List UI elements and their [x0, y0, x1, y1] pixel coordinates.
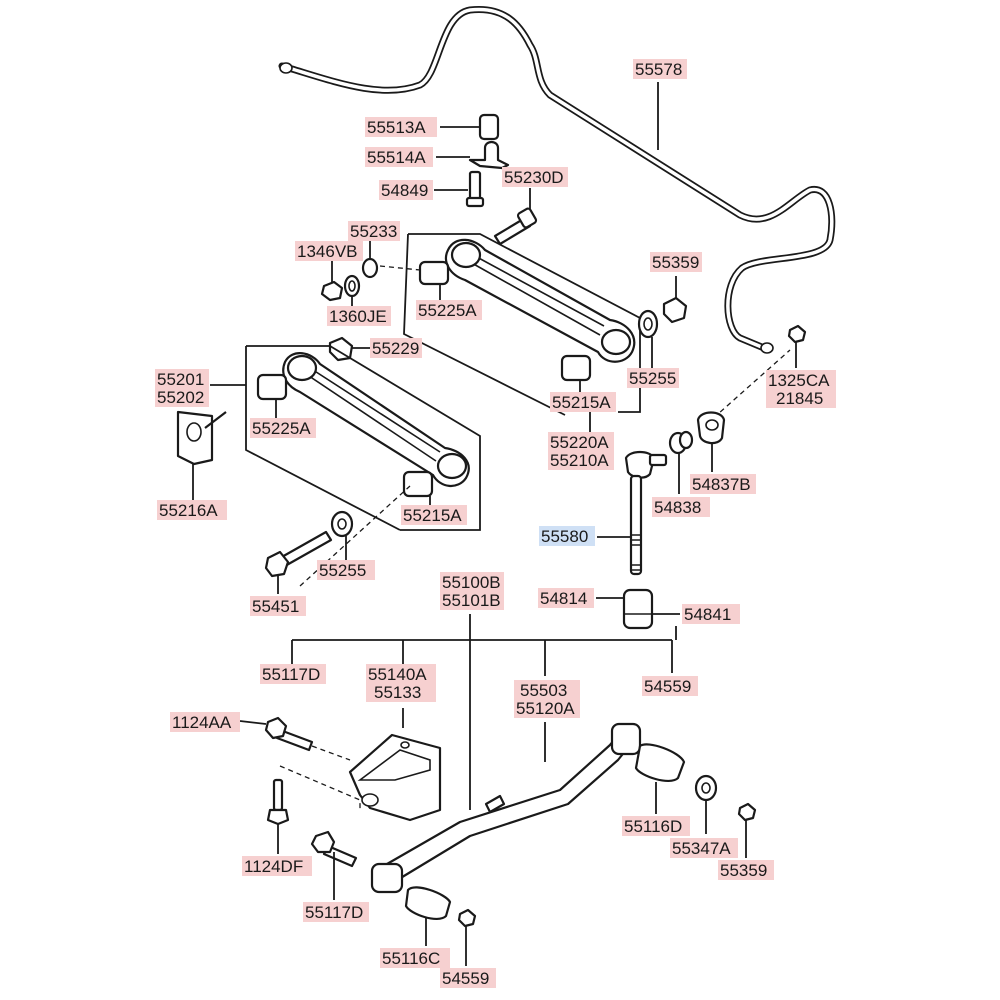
label-55101b: 55101B	[442, 591, 501, 610]
label-55359-lower: 55359	[720, 861, 767, 880]
label-55451: 55451	[252, 597, 299, 616]
label-55202: 55202	[157, 388, 204, 407]
label-55255-lower: 55255	[319, 561, 366, 580]
label-55210a: 55210A	[550, 451, 609, 470]
label-21845: 21845	[776, 389, 823, 408]
label-leaders	[657, 82, 677, 640]
label-55201: 55201	[157, 370, 204, 389]
assembly-tree	[291, 614, 673, 810]
label-55255-upper: 55255	[629, 369, 676, 388]
nut-1346vb	[320, 260, 344, 302]
label-1325ca: 1325CA	[768, 371, 830, 390]
label-55359-upper: 55359	[652, 253, 699, 272]
nut-55359-upper	[662, 276, 688, 324]
upper-arm-bolt	[493, 188, 538, 246]
label-backgrounds	[155, 59, 836, 988]
lower-arm-axis	[299, 485, 411, 587]
label-55513a: 55513A	[367, 118, 426, 137]
upper-control-arm	[444, 238, 636, 363]
label-1360je: 1360JE	[329, 307, 387, 326]
label-54559-top: 54559	[644, 677, 691, 696]
trailing-bracket	[348, 733, 442, 822]
bushing-54837b	[696, 411, 726, 472]
label-55216a: 55216A	[159, 501, 218, 520]
label-55225a-upper: 55225A	[418, 301, 477, 320]
label-54841: 54841	[684, 605, 731, 624]
lower-control-arm	[282, 352, 470, 487]
nut-1325ca	[787, 324, 807, 368]
label-55116d: 55116D	[624, 817, 682, 836]
label-54559-bottom: 54559	[442, 969, 489, 988]
link-bushing-54841	[622, 588, 680, 630]
ring-54838	[668, 430, 694, 494]
label-54814: 54814	[540, 589, 587, 608]
bushing-55116d	[634, 743, 686, 814]
labels: 55578 55513A 55514A 54849 55230D 55233 1…	[157, 60, 830, 988]
bracket-frame	[279, 765, 361, 812]
label-55514a: 55514A	[367, 148, 426, 167]
label-55117d-top: 55117D	[262, 665, 320, 684]
label-55215a-upper: 55215A	[552, 393, 611, 412]
washer-55347a	[694, 774, 718, 834]
label-55578: 55578	[635, 60, 682, 79]
nut-55359-lower	[737, 802, 757, 858]
lower-bushing-55215a	[402, 470, 434, 505]
bolt-1124df	[266, 778, 290, 854]
bar-bracket	[436, 140, 510, 170]
upper-arm-axis	[379, 265, 421, 271]
label-55117d-bottom: 55117D	[305, 903, 363, 922]
lower-bushing-55225a	[256, 373, 288, 418]
label-55100b: 55100B	[442, 573, 501, 592]
label-55215a-lower: 55215A	[403, 506, 462, 525]
washer-55255-upper	[637, 309, 659, 368]
label-55229: 55229	[372, 339, 419, 358]
label-55225a-lower: 55225A	[252, 419, 311, 438]
label-54837b: 54837B	[692, 475, 751, 494]
bolt-55451	[264, 530, 333, 594]
label-55503: 55503	[520, 681, 567, 700]
trailing-arm	[370, 722, 642, 894]
bracket-55216a	[176, 410, 227, 500]
label-54849: 54849	[381, 181, 428, 200]
bar-bushing	[440, 113, 500, 141]
washer-55233	[361, 240, 379, 279]
bolt-55117d	[310, 830, 358, 900]
label-55220a: 55220A	[550, 433, 609, 452]
label-55120a: 55120A	[516, 699, 575, 718]
label-55116c: 55116C	[382, 949, 440, 968]
washer-55255-lower	[330, 510, 354, 560]
label-1124aa: 1124AA	[172, 713, 232, 732]
bushing-55116c	[404, 886, 452, 946]
upper-bushing-55215a	[560, 354, 592, 392]
label-55133: 55133	[374, 683, 421, 702]
label-55230d: 55230D	[504, 168, 564, 187]
stabilizer-bar	[278, 5, 836, 354]
label-55347a: 55347A	[672, 839, 731, 858]
nut-54559-bottom	[457, 908, 477, 966]
label-55233: 55233	[350, 222, 397, 241]
stabilizer-link	[597, 450, 668, 576]
label-54838: 54838	[654, 498, 701, 517]
lower-arm-group-frame	[245, 345, 481, 531]
label-1346vb: 1346VB	[297, 242, 358, 261]
label-55140a: 55140A	[368, 665, 427, 684]
bracket-bolt	[434, 170, 485, 208]
label-55580: 55580	[541, 527, 588, 546]
ring-1360je	[343, 274, 361, 306]
bolt-1124aa	[239, 716, 351, 761]
label-1124df: 1124DF	[244, 857, 303, 876]
upper-bushing-55225a	[418, 260, 450, 300]
